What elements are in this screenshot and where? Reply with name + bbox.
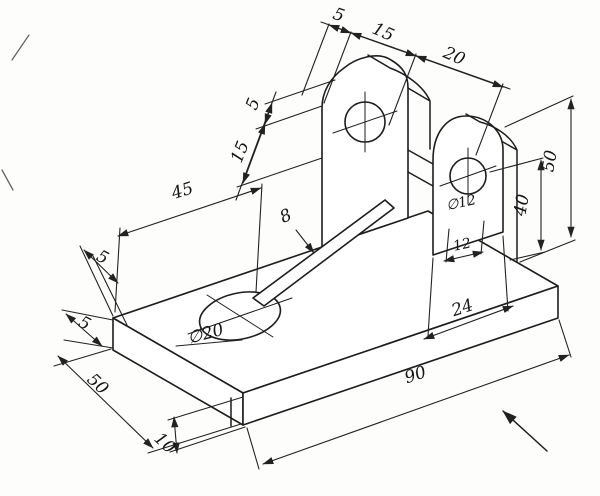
dimension-50-right: 50: [504, 95, 576, 263]
dim-label-top-lug-thickness: 15: [369, 19, 397, 46]
dim-label-lug-hole-diameter: ∅12: [445, 192, 478, 214]
dimension-chain-upper-left: 5 15: [227, 79, 336, 201]
left-lug-hole-centerlines: [332, 91, 398, 153]
extension-lines: [246, 319, 572, 470]
dim-label-base-width: 50: [83, 370, 113, 400]
dimension-12: 12: [443, 220, 485, 263]
dim-label-rib-thickness: 8: [277, 205, 295, 228]
arrow-segment: [242, 123, 266, 184]
leader-underline: [175, 339, 243, 347]
dimension-line: [171, 416, 180, 454]
extension-lines: [504, 95, 576, 263]
scan-artifact: [1, 169, 14, 191]
dimension-line: [443, 250, 484, 263]
left-lug-thickness-edges: [367, 54, 431, 150]
view-direction-arrow-icon: [502, 410, 548, 452]
extension-lines: [301, 23, 504, 156]
dim-label-top-offset: 5: [330, 4, 347, 26]
arrow-segment: [415, 55, 504, 88]
rib-gusset: [252, 199, 395, 307]
leader-line: [295, 229, 315, 254]
dimension-line: [262, 354, 570, 465]
dim-label-left-chamfer: 5: [242, 95, 265, 113]
dimension-line: [423, 305, 514, 340]
scan-artifact: [11, 34, 30, 61]
extension-lines: [236, 79, 336, 188]
dimension-line: [117, 187, 262, 237]
dimension-40: 40: [489, 157, 546, 261]
arrow-segment: [328, 24, 352, 34]
dim-label-edge-offset: 5: [75, 312, 94, 335]
dimension-8: 8: [277, 205, 315, 254]
arrow-segment: [264, 102, 273, 125]
dimension-line: [65, 313, 103, 347]
dimension-5-low-left: 5: [61, 309, 114, 349]
dimension-line: [83, 249, 119, 284]
right-lug-thickness-edges: [465, 113, 518, 262]
dimension-line: [57, 355, 154, 449]
dimension-45: 45: [114, 178, 263, 313]
base-hole-centerlines: [187, 294, 293, 338]
dim-label-upright-height: 50: [538, 149, 561, 174]
lug-holes: [332, 91, 497, 205]
part-rib: [252, 199, 395, 307]
dim-label-base-to-rib: 45: [168, 178, 195, 204]
dimension-phi12: ∅12: [445, 192, 478, 214]
extension-lines: [167, 396, 246, 453]
right-lug-hole-centerlines: [439, 147, 497, 205]
dim-label-hole-height: 40: [510, 193, 534, 219]
dim-label-hole-to-edge: 12: [452, 235, 473, 254]
web-edges: [407, 149, 434, 187]
extension-lines: [489, 157, 546, 261]
dim-label-hole-offset: 5: [93, 246, 112, 269]
arrow-segment: [350, 32, 417, 57]
